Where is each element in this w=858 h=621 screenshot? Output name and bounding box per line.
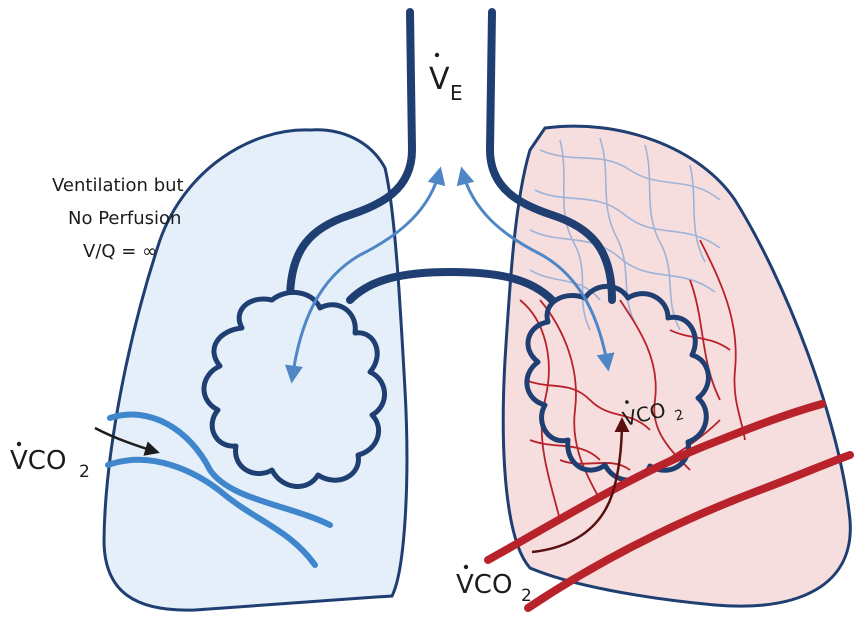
vco2-bottom-label: VCO 2	[456, 565, 532, 606]
dead-space-line3: V/Q = ∞	[83, 241, 157, 262]
ve-label: V E	[429, 53, 463, 105]
right-lung	[503, 126, 850, 606]
vco2-left-main: VCO	[10, 446, 66, 476]
vco2-left-label: VCO 2	[10, 442, 90, 482]
ve-main-text: V	[429, 62, 450, 97]
ve-sub-text: E	[450, 81, 463, 105]
dead-space-line2: No Perfusion	[68, 208, 181, 229]
vco2-bottom-dot	[464, 565, 468, 569]
ve-dot	[435, 53, 439, 57]
vco2-bottom-sub: 2	[521, 586, 532, 606]
vco2-left-sub: 2	[79, 462, 90, 482]
vco2-bottom-main: VCO	[456, 570, 512, 600]
dead-space-line1: Ventilation but	[52, 175, 184, 196]
